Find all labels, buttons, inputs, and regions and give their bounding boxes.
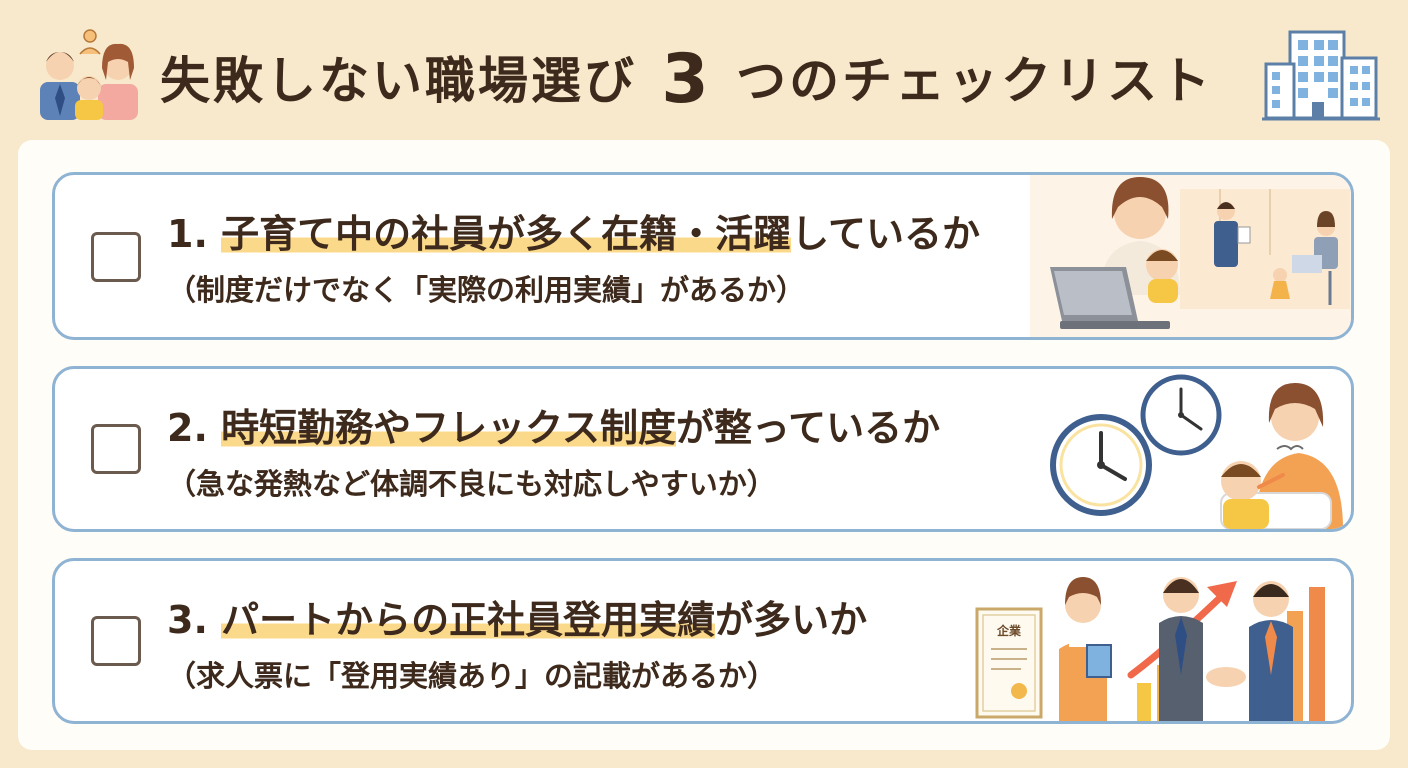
checklist-item-3: 3. パートからの正社員登用実績が多いか （求人票に「登用実績あり」の記載がある… <box>52 558 1354 724</box>
item-2-title-highlight: 時短勤務やフレックス制度 <box>221 406 676 450</box>
item-1-number: 1. <box>167 212 208 256</box>
item-2-number: 2. <box>167 406 208 450</box>
certificate-label: 企業 <box>996 623 1022 638</box>
title-number: 3 <box>661 40 712 119</box>
office-building-icon <box>1262 30 1380 121</box>
title-suffix: つのチェックリスト <box>736 52 1214 110</box>
item-3-number: 3. <box>167 598 208 642</box>
item-3-title-highlight: パートからの正社員登用実績 <box>221 598 716 642</box>
item-1-subtitle: （制度だけでなく「実際の利用実績」があるか） <box>167 273 806 307</box>
clock-icon-small <box>1140 374 1222 456</box>
checkbox-item-2[interactable] <box>91 424 141 474</box>
checkbox-item-1[interactable] <box>91 232 141 282</box>
item-2-title: 2. 時短勤務やフレックス制度が整っているか <box>167 397 940 452</box>
clock-and-sick-child-illustration <box>1050 374 1343 529</box>
family-icon <box>40 29 138 120</box>
item-1-title-highlight: 子育て中の社員が多く在籍・活躍 <box>221 212 792 256</box>
item-1-title: 1. 子育て中の社員が多く在籍・活躍しているか <box>167 203 980 258</box>
handshake-illustration: 企業 <box>975 577 1325 721</box>
item-3-subtitle: （求人票に「登用実績あり」の記載があるか） <box>167 659 777 693</box>
item-3-title: 3. パートからの正社員登用実績が多いか <box>167 589 867 644</box>
mother-laptop-illustration <box>1030 175 1351 337</box>
checkbox-item-3[interactable] <box>91 616 141 666</box>
item-3-title-rest: が多いか <box>715 598 868 642</box>
item-1-title-rest: しているか <box>791 212 981 256</box>
checklist-item-1: 1. 子育て中の社員が多く在籍・活躍しているか （制度だけでなく「実際の利用実績… <box>52 172 1354 340</box>
certificate-icon: 企業 <box>975 607 1043 719</box>
clock-icon <box>1050 414 1152 516</box>
title-main: 失敗しない職場選び <box>160 52 637 110</box>
page-title: 失敗しない職場選び 3 つのチェックリスト <box>160 36 1214 119</box>
item-2-title-rest: が整っているか <box>676 406 941 450</box>
checklist-item-2: 2. 時短勤務やフレックス制度が整っているか （急な発熱など体調不良にも対応しや… <box>52 366 1354 532</box>
header: 失敗しない職場選び 3 つのチェックリスト <box>0 0 1408 140</box>
item-2-subtitle: （急な発熱など体調不良にも対応しやすいか） <box>167 467 776 501</box>
